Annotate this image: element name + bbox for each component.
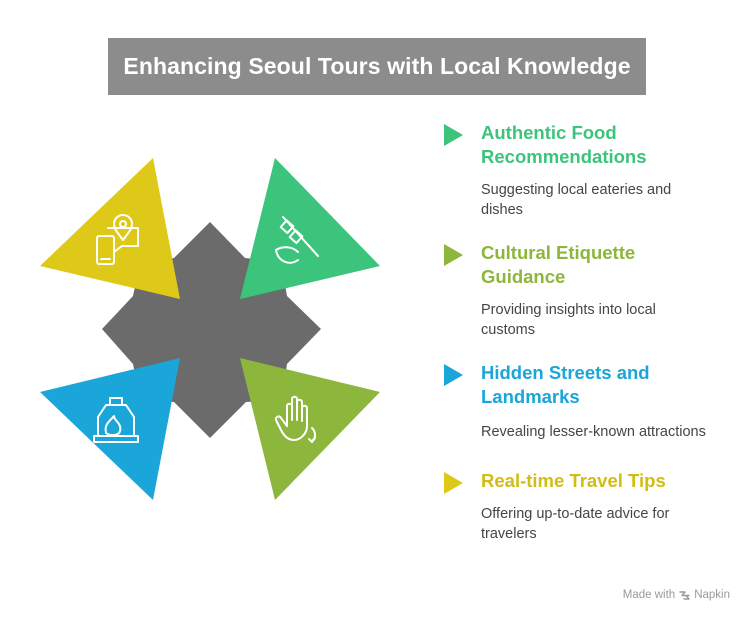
streets-triangle xyxy=(40,358,180,500)
made-with-label: Made with xyxy=(622,589,676,601)
brand-name: Napkin xyxy=(694,589,730,601)
waving-hand-icon xyxy=(274,395,316,443)
food-triangle xyxy=(240,158,380,299)
title-banner: Enhancing Seoul Tours with Local Knowled… xyxy=(108,38,646,95)
item-heading: Real-time Travel Tips xyxy=(481,470,666,491)
etiquette-triangle xyxy=(240,358,380,500)
item-heading: Hidden Streets and Landmarks xyxy=(481,362,650,407)
lantern-icon xyxy=(93,397,139,443)
page-title: Enhancing Seoul Tours with Local Knowled… xyxy=(123,53,631,79)
napkin-logo-icon xyxy=(679,590,690,600)
item-description: Revealing lesser-known attractions xyxy=(481,424,706,440)
item-description: Offering up-to-date advice for travelers xyxy=(481,506,670,542)
item-heading: Cultural Etiquette Guidance xyxy=(481,242,636,287)
tips-triangle xyxy=(40,158,180,299)
item-description: Suggesting local eateries and dishes xyxy=(481,182,672,218)
play-arrow-icon xyxy=(444,364,463,386)
made-with-footer: Made with Napkin xyxy=(623,589,730,601)
play-arrow-icon xyxy=(444,472,463,494)
play-arrow-icon xyxy=(444,124,463,146)
skewer-food-icon xyxy=(275,216,319,264)
play-arrow-icon xyxy=(444,244,463,266)
item-heading: Authentic Food Recommendations xyxy=(481,122,647,167)
phone-map-pin-icon xyxy=(96,214,139,265)
item-description: Providing insights into local customs xyxy=(481,302,656,338)
